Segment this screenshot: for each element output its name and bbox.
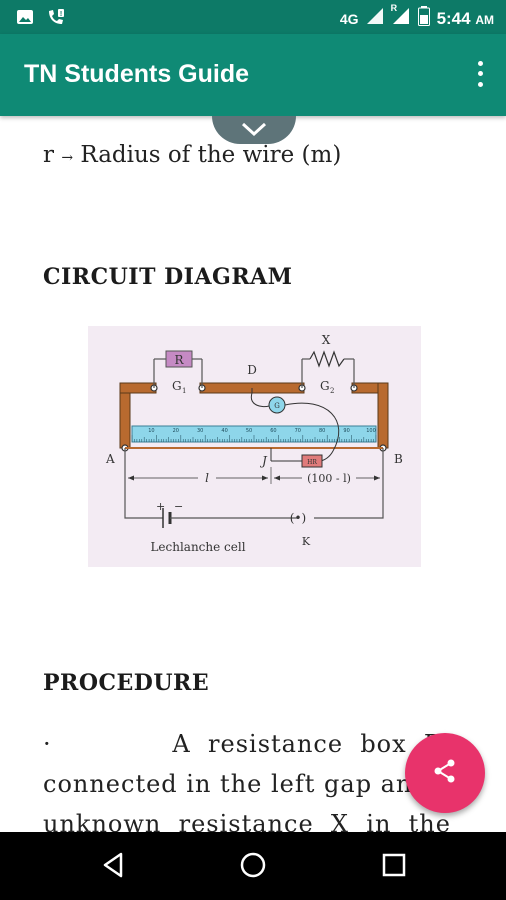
chevron-down-icon	[241, 121, 267, 140]
article-content[interactable]: r → Radius of the wire (m) CIRCUIT DIAGR…	[0, 116, 506, 832]
label-length-l: l	[205, 471, 209, 485]
image-notification-icon	[16, 8, 34, 31]
status-bar: ! 4G R 5:44 AM	[0, 0, 506, 34]
home-icon	[239, 851, 267, 883]
signal-icon	[366, 7, 384, 30]
network-type: 4G	[339, 10, 359, 27]
scale-tick-label: 80	[319, 428, 325, 434]
svg-text:!: !	[60, 11, 62, 18]
label-J: J	[259, 454, 268, 468]
formula-line: r → Radius of the wire (m)	[43, 142, 341, 168]
battery-icon	[417, 6, 430, 31]
roaming-signal-icon: R	[391, 3, 411, 30]
scale-tick-label: 10	[148, 428, 154, 434]
label-A: A	[105, 452, 115, 466]
plug-key: (•)	[290, 511, 306, 525]
label-K: K	[302, 535, 311, 548]
paragraph-line: · A resistance box R	[43, 730, 443, 758]
procedure-heading: PROCEDURE	[43, 670, 210, 696]
scale-tick-label: 30	[197, 428, 203, 434]
missed-call-icon: !	[46, 7, 66, 32]
label-X: X	[322, 333, 331, 347]
clock-ampm: AM	[475, 12, 494, 27]
share-icon	[432, 758, 458, 788]
paragraph-line: connected in the left gap and	[43, 770, 429, 798]
formula-symbol: r	[43, 142, 54, 168]
label-D: D	[247, 363, 257, 377]
recents-button[interactable]	[377, 850, 411, 884]
more-vert-icon	[477, 60, 483, 66]
label-galvanometer: G	[274, 402, 280, 410]
label-HR: HR	[307, 459, 317, 466]
formula-text: Radius of the wire (m)	[80, 142, 342, 168]
paragraph-line: unknown resistance X in the	[43, 810, 451, 832]
scale-tick-label: 50	[246, 428, 252, 434]
resistance-box	[165, 350, 193, 368]
back-button[interactable]	[96, 850, 130, 884]
navigation-bar	[0, 832, 506, 900]
scale-tick-label: 40	[221, 428, 227, 434]
clock-time: 5:44	[436, 8, 471, 28]
share-button[interactable]	[405, 733, 485, 813]
scale-tick-label: 70	[295, 428, 301, 434]
back-icon	[101, 852, 125, 882]
scale-tick-label: 90	[343, 428, 349, 434]
label-minus: −	[174, 500, 183, 513]
scale-tick-label: 20	[173, 428, 179, 434]
collapse-toolbar-tab[interactable]	[212, 116, 296, 144]
label-G2: G	[320, 379, 330, 393]
app-title: TN Students Guide	[24, 60, 249, 88]
scale-tick-label: 60	[270, 428, 276, 434]
overflow-menu-button[interactable]	[468, 58, 492, 90]
circuit-diagram: R X G 1 G 2 D 10 20 30 40 50 60 70 80 90 100 A B	[88, 326, 421, 567]
label-G2-sub: 2	[330, 387, 334, 395]
label-G1: G	[172, 379, 182, 393]
label-plus: +	[156, 500, 165, 513]
roaming-indicator: R	[390, 3, 398, 13]
home-button[interactable]	[236, 850, 270, 884]
label-B: B	[394, 452, 403, 466]
app-bar: TN Students Guide	[0, 34, 506, 116]
formula-arrow: →	[61, 150, 74, 166]
label-G1-sub: 1	[182, 387, 186, 395]
label-R: R	[174, 353, 184, 367]
unknown-resistor	[309, 350, 345, 368]
circuit-diagram-heading: CIRCUIT DIAGRAM	[43, 264, 293, 290]
label-lechlanche-cell: Lechlanche cell	[150, 540, 245, 554]
label-length-100-l: (100 - l)	[307, 472, 351, 485]
procedure-paragraph: · A resistance box R connected in the le…	[43, 724, 463, 832]
clock: 5:44 AM	[437, 9, 494, 29]
recents-icon	[382, 853, 406, 881]
scale-tick-label: 100	[366, 428, 376, 434]
